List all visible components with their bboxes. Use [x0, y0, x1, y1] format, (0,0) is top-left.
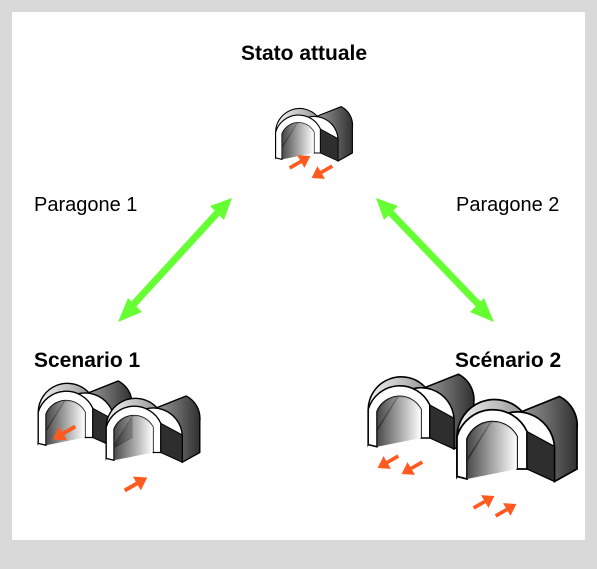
scenario-1-title: Scenario 1: [34, 349, 141, 372]
tunnel-icon-scenario1-b: [105, 395, 201, 498]
tunnel-icon-scenario2-b: [456, 395, 579, 523]
current-state-title: Stato attuale: [241, 42, 368, 65]
comparison-arrow-left: [118, 198, 232, 322]
diagram-canvas: [37, 105, 579, 523]
comparison-1-label: Paragone 1: [34, 194, 138, 216]
comparison-2-label: Paragone 2: [456, 194, 560, 216]
comparison-arrow-right: [376, 198, 494, 322]
diagram-panel: Stato attuale Paragone 1 Paragone 2 Scen…: [12, 12, 585, 540]
scenario-2-title: Scénario 2: [455, 349, 562, 372]
tunnel-icon-current: [274, 105, 354, 185]
